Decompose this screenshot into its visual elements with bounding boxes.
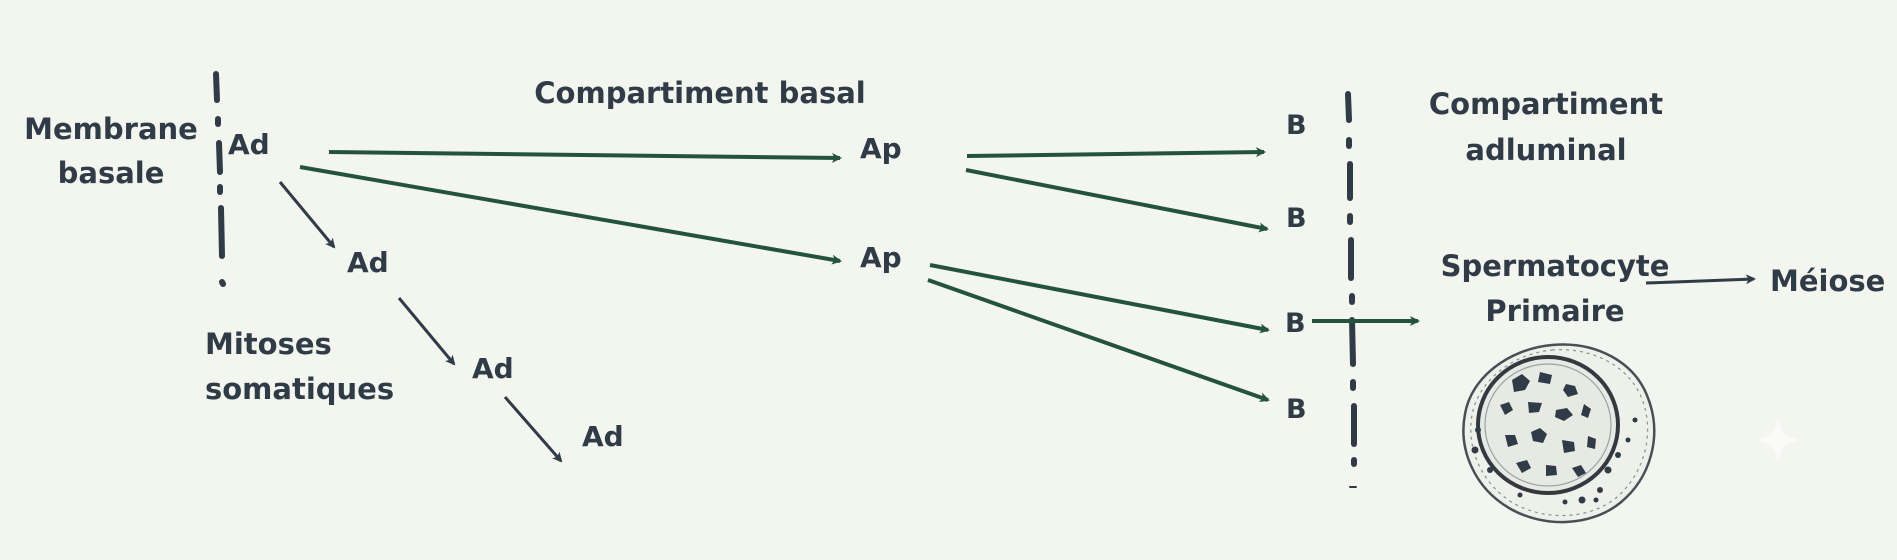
arrow-ad3-to-ad4	[503, 396, 563, 463]
arrow-ap1-to-b2	[965, 168, 1269, 233]
compartment-adluminal-label-line1: Compartiment	[1429, 87, 1663, 121]
arrow-ad-to-ad2	[278, 181, 336, 249]
arrow-spermatocyte-to-meiose	[1645, 274, 1756, 285]
spermatocyte-label-line2: Primaire	[1485, 294, 1624, 328]
mitosis-arrows	[278, 181, 563, 463]
arrow-ap2-to-b4	[927, 278, 1270, 403]
spermatocyte-label-line1: Spermatocyte	[1441, 249, 1670, 283]
node-ap-1: Ap	[860, 132, 902, 165]
node-b-1: B	[1286, 110, 1307, 141]
arrow-ad-to-ap1	[328, 150, 842, 163]
membrane-basale-line	[213, 71, 226, 287]
differentiation-arrows	[299, 147, 1420, 403]
adluminal-boundary-line	[1345, 91, 1357, 488]
node-b-4: B	[1286, 394, 1307, 425]
arrow-ap1-to-b1	[966, 147, 1266, 158]
node-ad-2: Ad	[347, 246, 389, 279]
compartment-basal-label: Compartiment basal	[534, 76, 865, 110]
spermatocyte-cell-icon	[1462, 343, 1656, 524]
arrow-ap2-to-b3	[929, 263, 1270, 334]
node-b-3: B	[1285, 308, 1306, 339]
arrow-ad2-to-ad3	[397, 297, 456, 366]
arrow-ad-to-ap2	[299, 165, 842, 265]
membrane-label-line2: basale	[58, 156, 165, 190]
node-ad-3: Ad	[472, 352, 514, 385]
node-ad-top: Ad	[228, 128, 270, 161]
node-ap-2: Ap	[860, 241, 902, 274]
mitoses-label-line2: somatiques	[205, 372, 394, 406]
meiose-label: Méiose	[1770, 264, 1885, 298]
membrane-label-line1: Membrane	[24, 112, 198, 146]
node-b-2: B	[1286, 203, 1307, 234]
sparkle-icon	[1756, 418, 1800, 462]
compartment-adluminal-label-line2: adluminal	[1465, 133, 1626, 167]
mitoses-label-line1: Mitoses	[205, 327, 332, 361]
node-ad-4: Ad	[582, 420, 624, 453]
